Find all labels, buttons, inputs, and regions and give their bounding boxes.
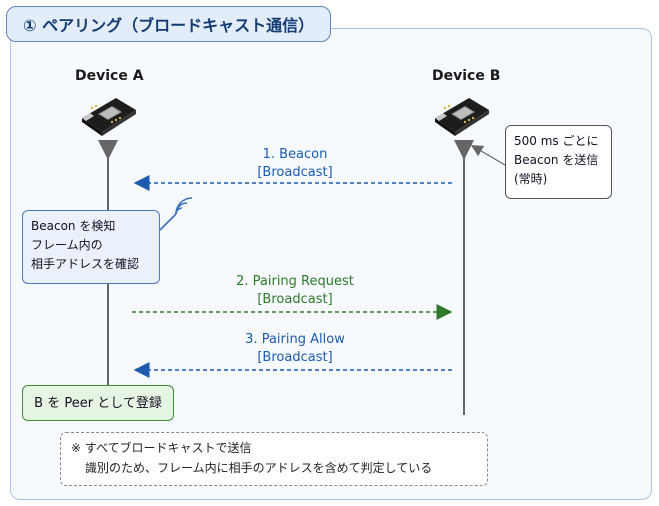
- message-pairing-allow: 3. Pairing Allow [Broadcast]: [220, 331, 370, 367]
- footnote-line2: 識別のため、フレーム内に相手のアドレスを含めて判定している: [85, 461, 433, 475]
- box-b-line3: (常時): [514, 172, 548, 186]
- device-b-label: Device B: [432, 68, 501, 84]
- message-beacon-label: 1. Beacon: [262, 147, 328, 162]
- footnote: ※ すべてブロードキャストで送信 識別のため、フレーム内に相手のアドレスを含めて…: [60, 432, 488, 486]
- message-pairing-request-sub: [Broadcast]: [257, 292, 333, 307]
- device-a-action-box: Beacon を検知 フレーム内の 相手アドレスを確認: [22, 210, 160, 284]
- device-a-label: Device A: [75, 68, 144, 84]
- message-pairing-allow-label: 3. Pairing Allow: [245, 332, 345, 347]
- message-pairing-request: 2. Pairing Request [Broadcast]: [215, 273, 375, 309]
- footnote-line1: ※ すべてブロードキャストで送信: [71, 441, 252, 455]
- box-a-line2: フレーム内の: [31, 238, 103, 252]
- message-beacon-sub: [Broadcast]: [257, 165, 333, 180]
- message-pairing-request-label: 2. Pairing Request: [236, 274, 354, 289]
- message-pairing-allow-sub: [Broadcast]: [257, 350, 333, 365]
- message-beacon: 1. Beacon [Broadcast]: [230, 146, 360, 182]
- diagram-title: ① ペアリング（ブロードキャスト通信）: [6, 6, 332, 42]
- box-a-line1: Beacon を検知: [31, 219, 116, 233]
- box-b-line2: Beacon を送信: [514, 153, 599, 167]
- wireless-signal-icon: [159, 197, 193, 231]
- device-b-note-box: 500 ms ごとに Beacon を送信 (常時): [505, 125, 612, 199]
- box-b-pointer: [470, 144, 506, 166]
- box-a-line3: 相手アドレスを確認: [31, 257, 140, 271]
- board-icon-device-b: [435, 98, 489, 136]
- peer-register-label: B を Peer として登録: [34, 395, 162, 411]
- board-icon-device-a: [82, 98, 136, 136]
- box-b-line1: 500 ms ごとに: [514, 134, 599, 148]
- peer-register-box: B を Peer として登録: [22, 385, 174, 421]
